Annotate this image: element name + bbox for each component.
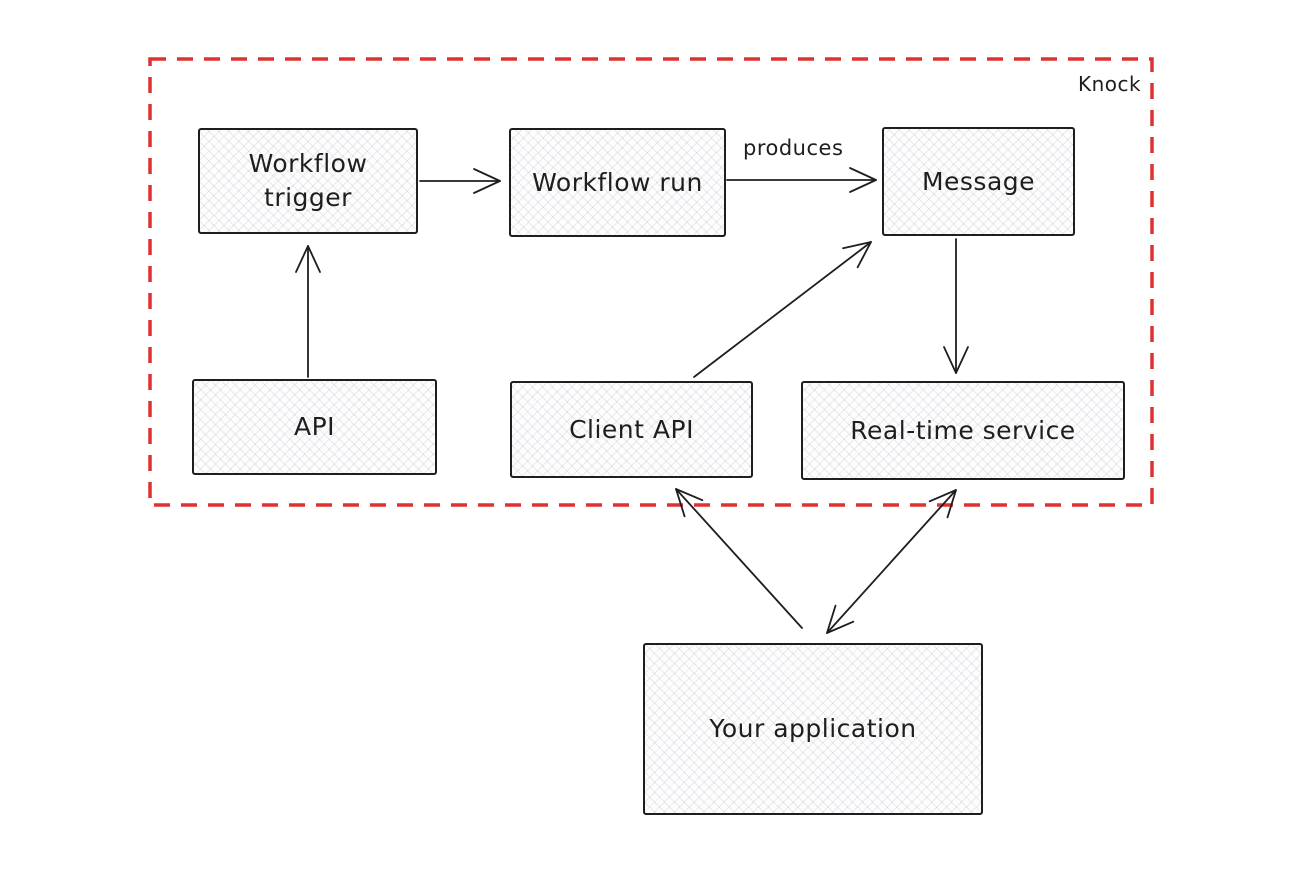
node-api: API — [192, 379, 437, 475]
edge-yourapp-to-clientapi — [675, 488, 803, 629]
node-real-time-service-label: Real-time service — [850, 415, 1076, 445]
edge-yourapp-realtime-bidirectional — [826, 489, 957, 634]
edge-clientapi-to-message — [693, 241, 872, 378]
node-real-time-service: Real-time service — [801, 381, 1125, 480]
node-message: Message — [882, 127, 1075, 236]
node-workflow-trigger: Workflow trigger — [198, 128, 418, 234]
node-client-api: Client API — [510, 381, 753, 478]
node-message-label: Message — [921, 166, 1036, 196]
node-workflow-trigger-label: Workflow trigger — [248, 149, 368, 212]
node-your-application: Your application — [643, 643, 983, 815]
node-client-api-label: Client API — [569, 414, 694, 444]
node-workflow-run: Workflow run — [509, 128, 726, 237]
node-your-application-label: Your application — [709, 714, 917, 744]
knock-boundary — [148, 57, 1154, 507]
produces-edge-label: produces — [743, 136, 844, 160]
knock-container-label: Knock — [1078, 72, 1142, 96]
node-workflow-run-label: Workflow run — [532, 167, 703, 197]
node-api-label: API — [293, 412, 336, 442]
